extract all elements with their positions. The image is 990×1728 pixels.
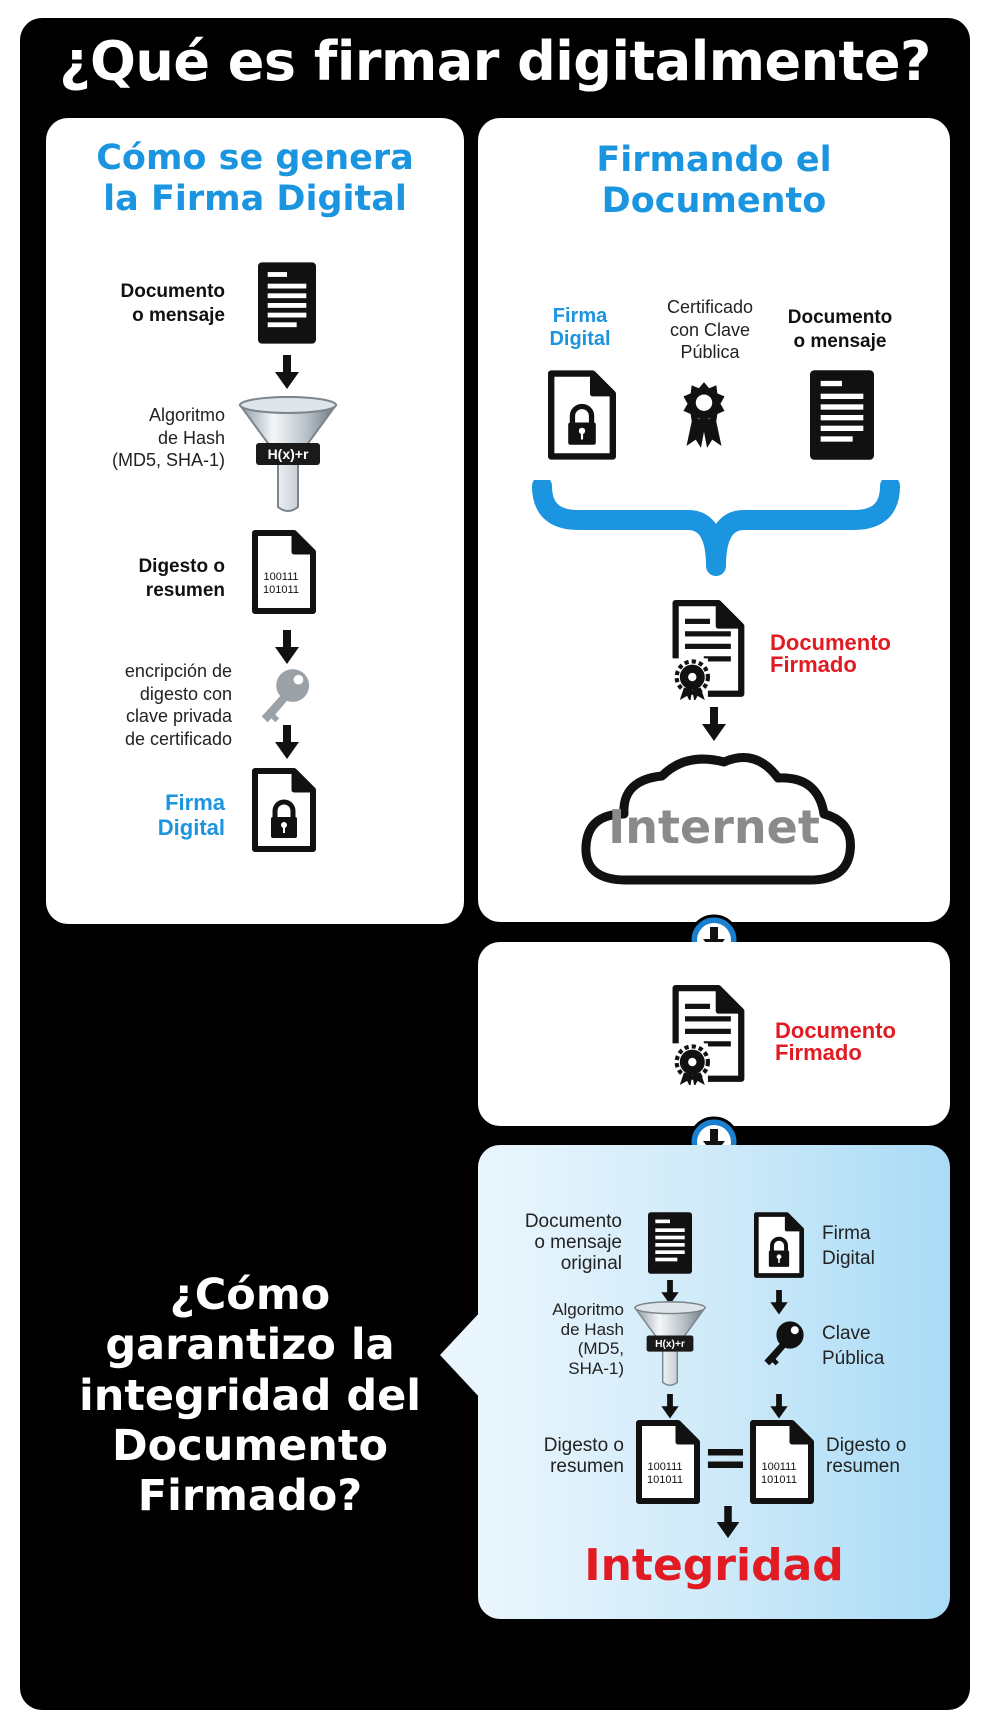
signing-title-line-1: Firmando el — [596, 140, 832, 180]
arrow-down-icon — [275, 725, 299, 761]
document-icon — [258, 262, 316, 344]
digest-document-icon: 100111 101011 — [252, 530, 316, 614]
internet-cloud-icon — [581, 753, 855, 885]
signing-title-line-2: Documento — [601, 180, 827, 221]
generate-title-line-2: la Firma Digital — [103, 178, 407, 219]
arrow-down-icon — [770, 1394, 788, 1420]
decrypted-digest-label: Digesto o resumen — [826, 1435, 907, 1477]
verify-signature-label: Firma Digital — [822, 1223, 875, 1269]
hash-funnel-icon: H(x)+r — [238, 396, 338, 512]
received-document-label: Documento Firmado — [775, 1018, 896, 1065]
hash-algorithm-label: Algoritmo de Hash (MD5, SHA-1) — [111, 405, 225, 470]
arrow-down-icon — [702, 707, 726, 743]
integrity-question: ¿Cómo garantizo la integridad del Docume… — [78, 1270, 422, 1522]
computed-digest-icon: 100111 101011 — [636, 1420, 700, 1504]
verify-hash-funnel-icon: H(x)+r — [633, 1301, 707, 1386]
public-key-label: Clave Pública — [822, 1323, 885, 1369]
internet-label: Internet — [608, 800, 820, 854]
digest-bits-row-1: 100111 — [263, 571, 298, 583]
source-document-label: Documento o mensaje — [120, 281, 226, 326]
computed-bits-row-1: 100111 — [647, 1461, 682, 1473]
main-title: ¿Qué es firmar digitalmente? — [59, 30, 931, 93]
funnel-formula: H(x)+r — [268, 446, 309, 462]
verify-hash-label: Algoritmo de Hash (MD5, SHA-1) — [552, 1300, 624, 1378]
signing-title: Firmando el Documento — [478, 140, 950, 222]
digest-label: Digesto o resumen — [138, 556, 225, 601]
signed-document-label: Documento Firmado — [770, 630, 891, 677]
equals-sign: = — [702, 1425, 749, 1490]
original-document-label: Documento o mensaje original — [524, 1211, 622, 1274]
public-key-icon — [758, 1318, 806, 1376]
received-signed-document-icon — [672, 985, 748, 1085]
encryption-label: encripción de digesto con clave privada … — [124, 661, 232, 749]
arrow-down-icon — [770, 1290, 788, 1316]
decrypted-bits-row-2: 101011 — [761, 1474, 797, 1486]
verify-funnel-formula: H(x)+r — [655, 1339, 685, 1350]
original-document-icon — [648, 1212, 692, 1274]
verify-signature-lock-icon — [754, 1212, 804, 1278]
arrow-down-icon — [716, 1506, 740, 1540]
arrow-down-icon — [661, 1394, 679, 1420]
verify-panel — [478, 1145, 950, 1619]
signature-lock-icon — [252, 768, 316, 852]
decrypted-digest-icon: 100111 101011 — [750, 1420, 814, 1504]
signing-document-icon — [810, 370, 874, 460]
computed-bits-row-2: 101011 — [647, 1474, 683, 1486]
decrypted-bits-row-1: 100111 — [761, 1461, 796, 1473]
signed-document-icon — [672, 600, 748, 700]
generate-title: Cómo se genera la Firma Digital — [46, 138, 464, 220]
signature-result-label: Firma Digital — [157, 790, 225, 841]
private-key-icon — [254, 666, 312, 734]
arrow-down-icon — [275, 630, 299, 666]
integrity-result: Integridad — [584, 1540, 844, 1591]
certificate-badge-icon — [678, 378, 730, 452]
arrow-down-icon — [275, 355, 299, 391]
speech-pointer — [440, 1310, 482, 1400]
generate-title-line-1: Cómo se genera — [96, 138, 414, 178]
computed-digest-label: Digesto o resumen — [543, 1435, 624, 1477]
combine-brace-icon — [532, 480, 900, 576]
certificate-label: Certificado con Clave Pública — [666, 297, 754, 362]
digest-bits-row-2: 101011 — [263, 584, 299, 596]
signing-document-label: Documento o mensaje — [787, 307, 893, 352]
signing-lock-document-icon — [548, 370, 616, 460]
signing-signature-label: Firma Digital — [549, 305, 611, 350]
